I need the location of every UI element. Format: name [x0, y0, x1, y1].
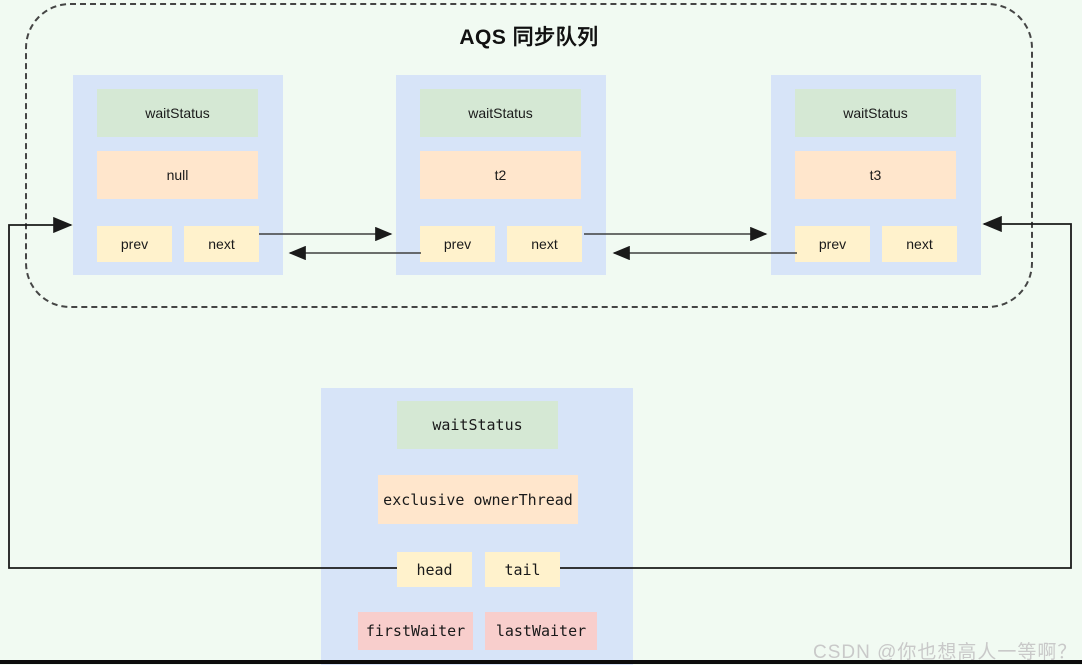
- node2-prev-field: prev: [420, 226, 495, 262]
- aqs-wait-status-field: waitStatus: [397, 401, 558, 449]
- aqs-tail-field: tail: [485, 552, 560, 587]
- queue-node-2: waitStatus t2 prev next: [396, 75, 606, 275]
- queue-node-3: waitStatus t3 prev next: [771, 75, 981, 275]
- node1-thread-field: null: [97, 151, 258, 199]
- node1-next-field: next: [184, 226, 259, 262]
- aqs-first-waiter-field: firstWaiter: [358, 612, 473, 650]
- node2-next-field: next: [507, 226, 582, 262]
- node2-wait-status-field: waitStatus: [420, 89, 581, 137]
- node1-prev-field: prev: [97, 226, 172, 262]
- bottom-edge-bar: [0, 660, 1082, 664]
- aqs-last-waiter-field: lastWaiter: [485, 612, 597, 650]
- node3-wait-status-field: waitStatus: [795, 89, 956, 137]
- aqs-owner-thread-field: exclusive ownerThread: [378, 475, 578, 524]
- aqs-object-box: waitStatus exclusive ownerThread head ta…: [321, 388, 633, 665]
- node3-next-field: next: [882, 226, 957, 262]
- diagram-title: AQS 同步队列: [459, 26, 599, 49]
- sync-queue-dashed-boundary: [25, 3, 1033, 308]
- node1-wait-status-field: waitStatus: [97, 89, 258, 137]
- node3-thread-field: t3: [795, 151, 956, 199]
- csdn-watermark: CSDN @你也想高人一等啊？: [813, 642, 1078, 663]
- queue-node-1: waitStatus null prev next: [73, 75, 283, 275]
- node2-thread-field: t2: [420, 151, 581, 199]
- node3-prev-field: prev: [795, 226, 870, 262]
- aqs-head-field: head: [397, 552, 472, 587]
